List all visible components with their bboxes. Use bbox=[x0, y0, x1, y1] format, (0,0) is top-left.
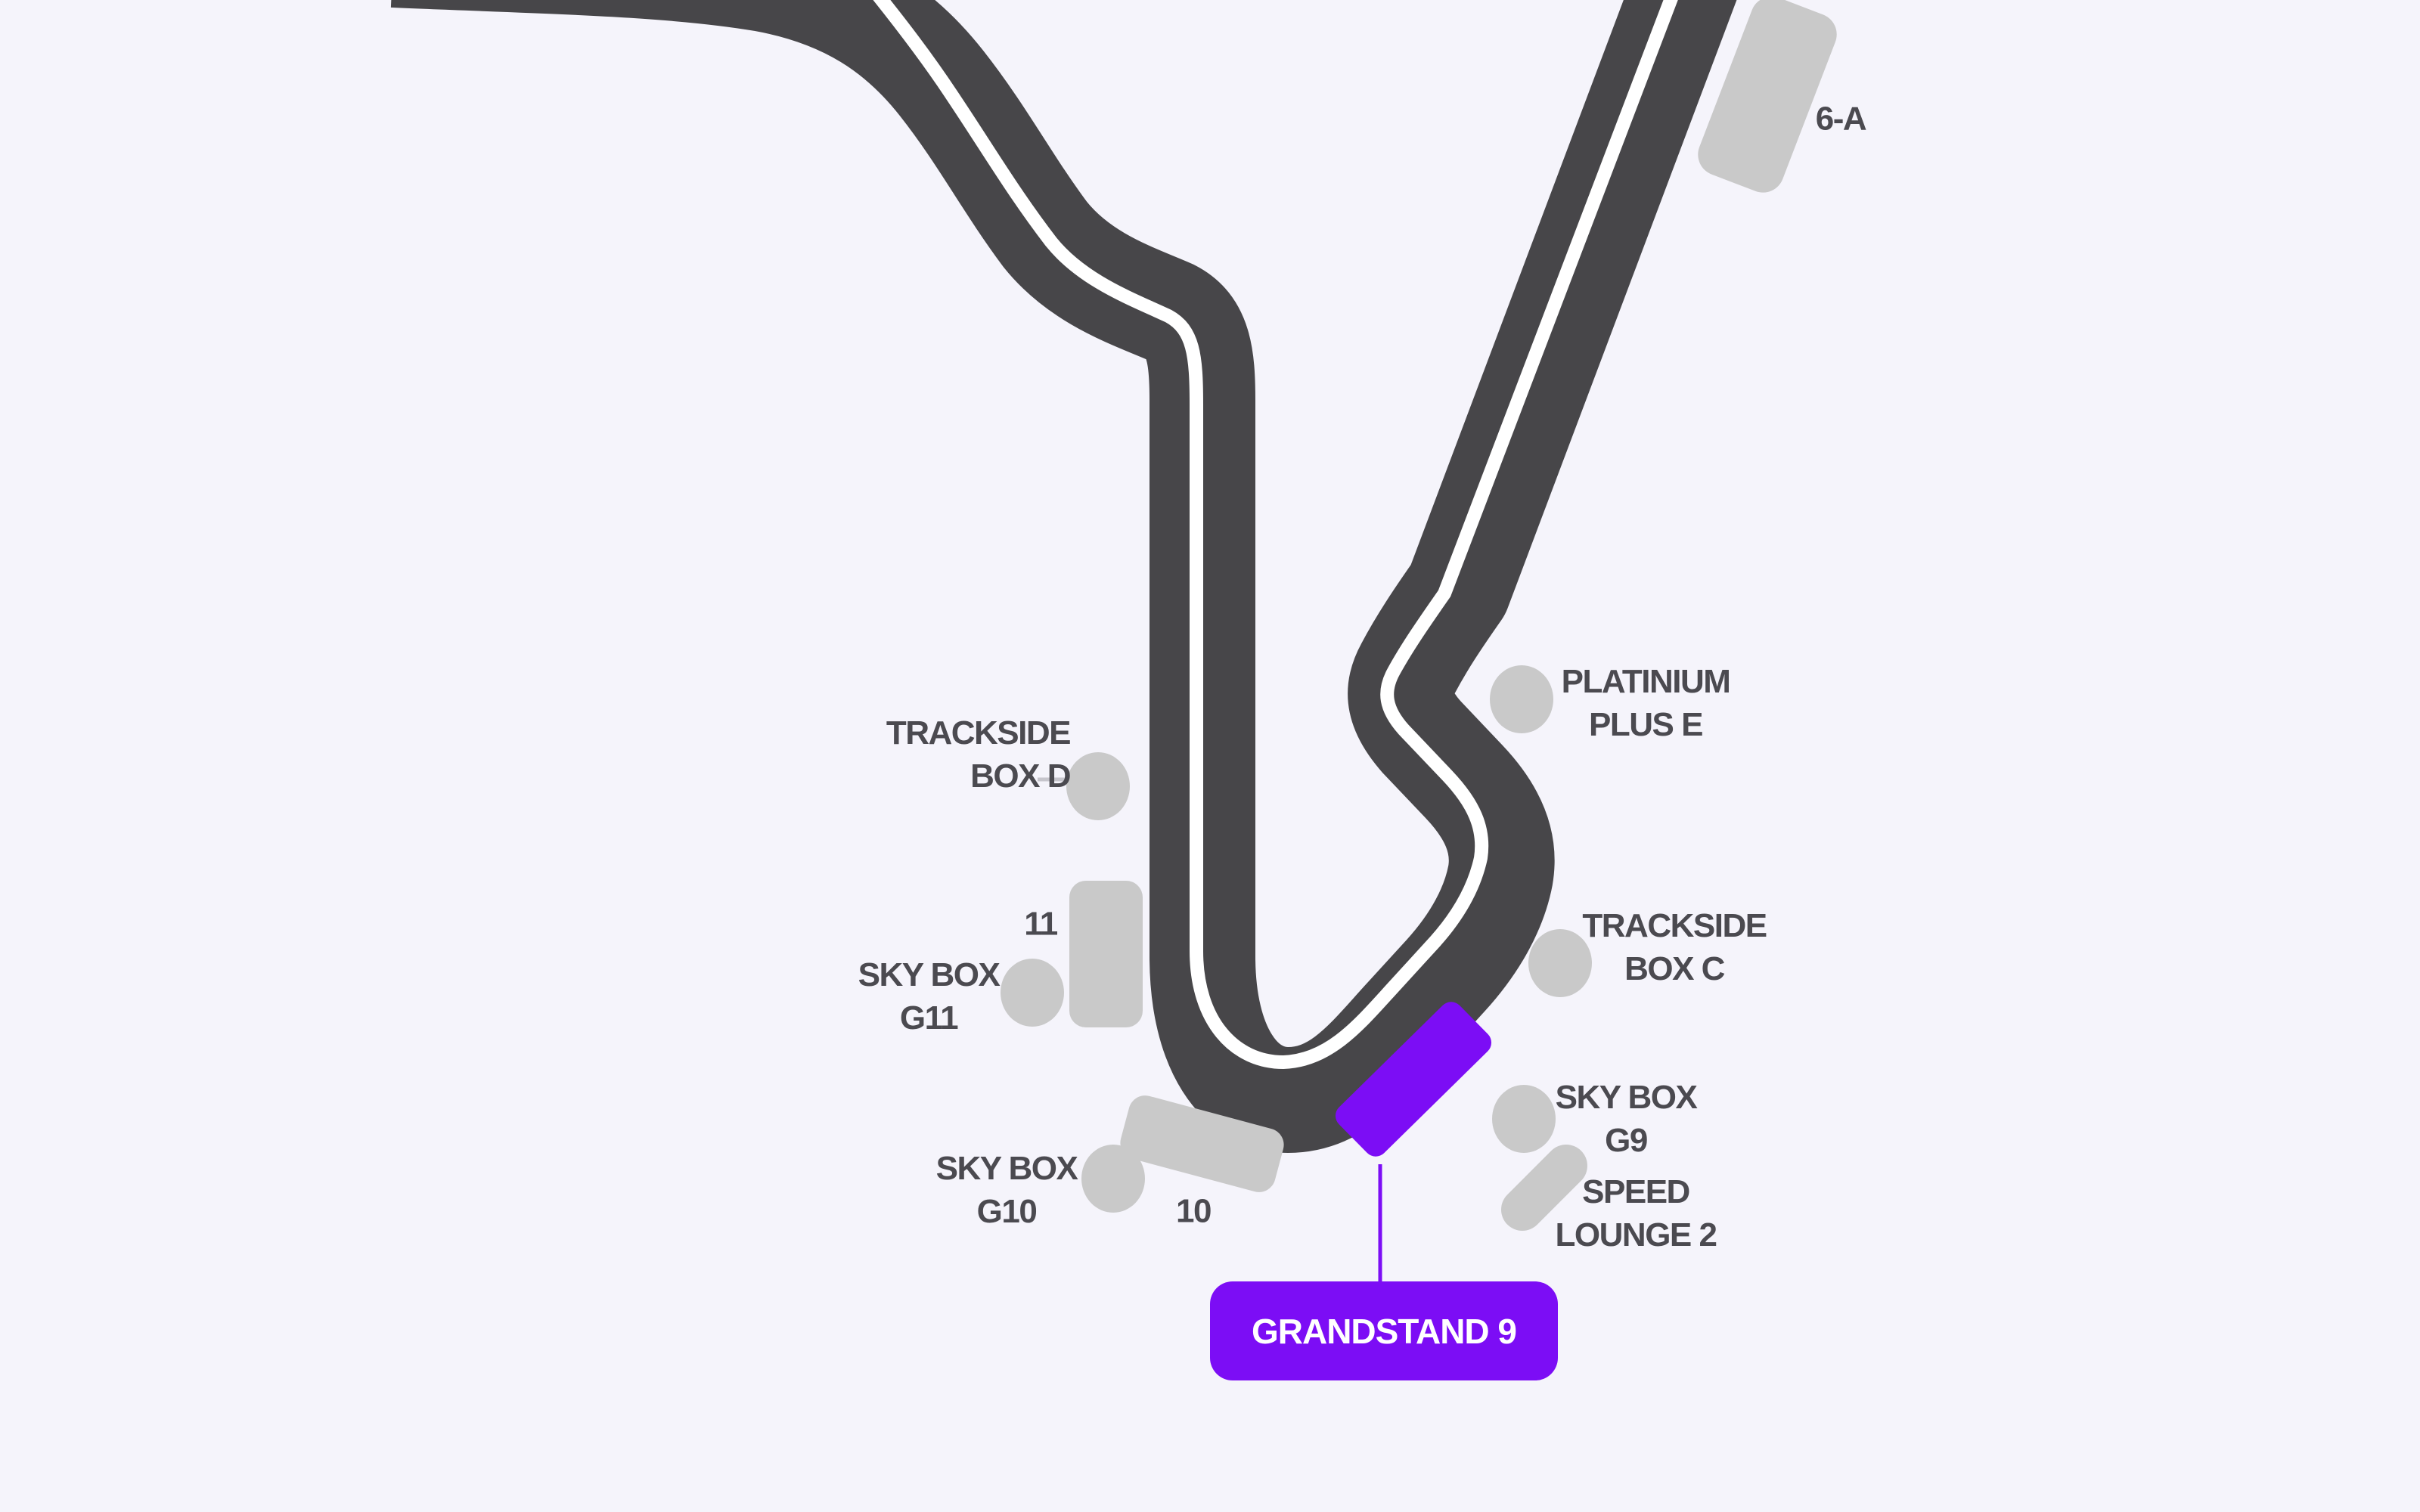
label-sky-box-g10: SKY BOX G10 bbox=[936, 1147, 1078, 1233]
spot-sky-box-g11[interactable] bbox=[1001, 959, 1064, 1027]
label-line: SKY BOX bbox=[1555, 1079, 1698, 1116]
label-line: PLATINIUM bbox=[1561, 663, 1731, 700]
label-line: BOX C bbox=[1624, 950, 1725, 987]
label-6a: 6-A bbox=[1815, 100, 1867, 138]
label-line: SKY BOX bbox=[858, 956, 1001, 993]
label-line: BOX D bbox=[970, 758, 1071, 795]
label-trackside-box-d: TRACKSIDE BOX D bbox=[886, 711, 1072, 798]
label-platinium-plus-e: PLATINIUM PLUS E bbox=[1561, 660, 1731, 746]
label-line: G9 bbox=[1605, 1122, 1648, 1159]
stand-11[interactable] bbox=[1069, 881, 1143, 1027]
label-stand-11: 11 bbox=[1024, 905, 1058, 943]
label-line: TRACKSIDE bbox=[886, 714, 1072, 751]
spot-sky-box-g9[interactable] bbox=[1492, 1085, 1556, 1153]
label-speed-lounge-2: SPEED LOUNGE 2 bbox=[1556, 1170, 1717, 1256]
label-line: SKY BOX bbox=[935, 1150, 1078, 1187]
spot-trackside-box-d[interactable] bbox=[1066, 752, 1130, 820]
spot-trackside-box-c[interactable] bbox=[1528, 929, 1592, 997]
label-line: G11 bbox=[899, 999, 959, 1036]
label-stand-10: 10 bbox=[1176, 1192, 1212, 1230]
label-line: SPEED bbox=[1582, 1173, 1690, 1210]
spot-sky-box-g10[interactable] bbox=[1081, 1145, 1145, 1213]
label-line: TRACKSIDE bbox=[1582, 907, 1767, 944]
label-line: LOUNGE 2 bbox=[1555, 1216, 1717, 1253]
label-line: G10 bbox=[976, 1193, 1038, 1230]
label-sky-box-g11: SKY BOX G11 bbox=[858, 953, 1001, 1040]
spot-platinium-plus-e[interactable] bbox=[1490, 665, 1553, 733]
label-sky-box-g9: SKY BOX G9 bbox=[1555, 1076, 1698, 1162]
label-line: PLUS E bbox=[1589, 706, 1703, 743]
grandstand-9-button[interactable]: GRANDSTAND 9 bbox=[1210, 1281, 1558, 1380]
label-trackside-box-c: TRACKSIDE BOX C bbox=[1582, 904, 1767, 990]
racing-line bbox=[873, 0, 1678, 1069]
